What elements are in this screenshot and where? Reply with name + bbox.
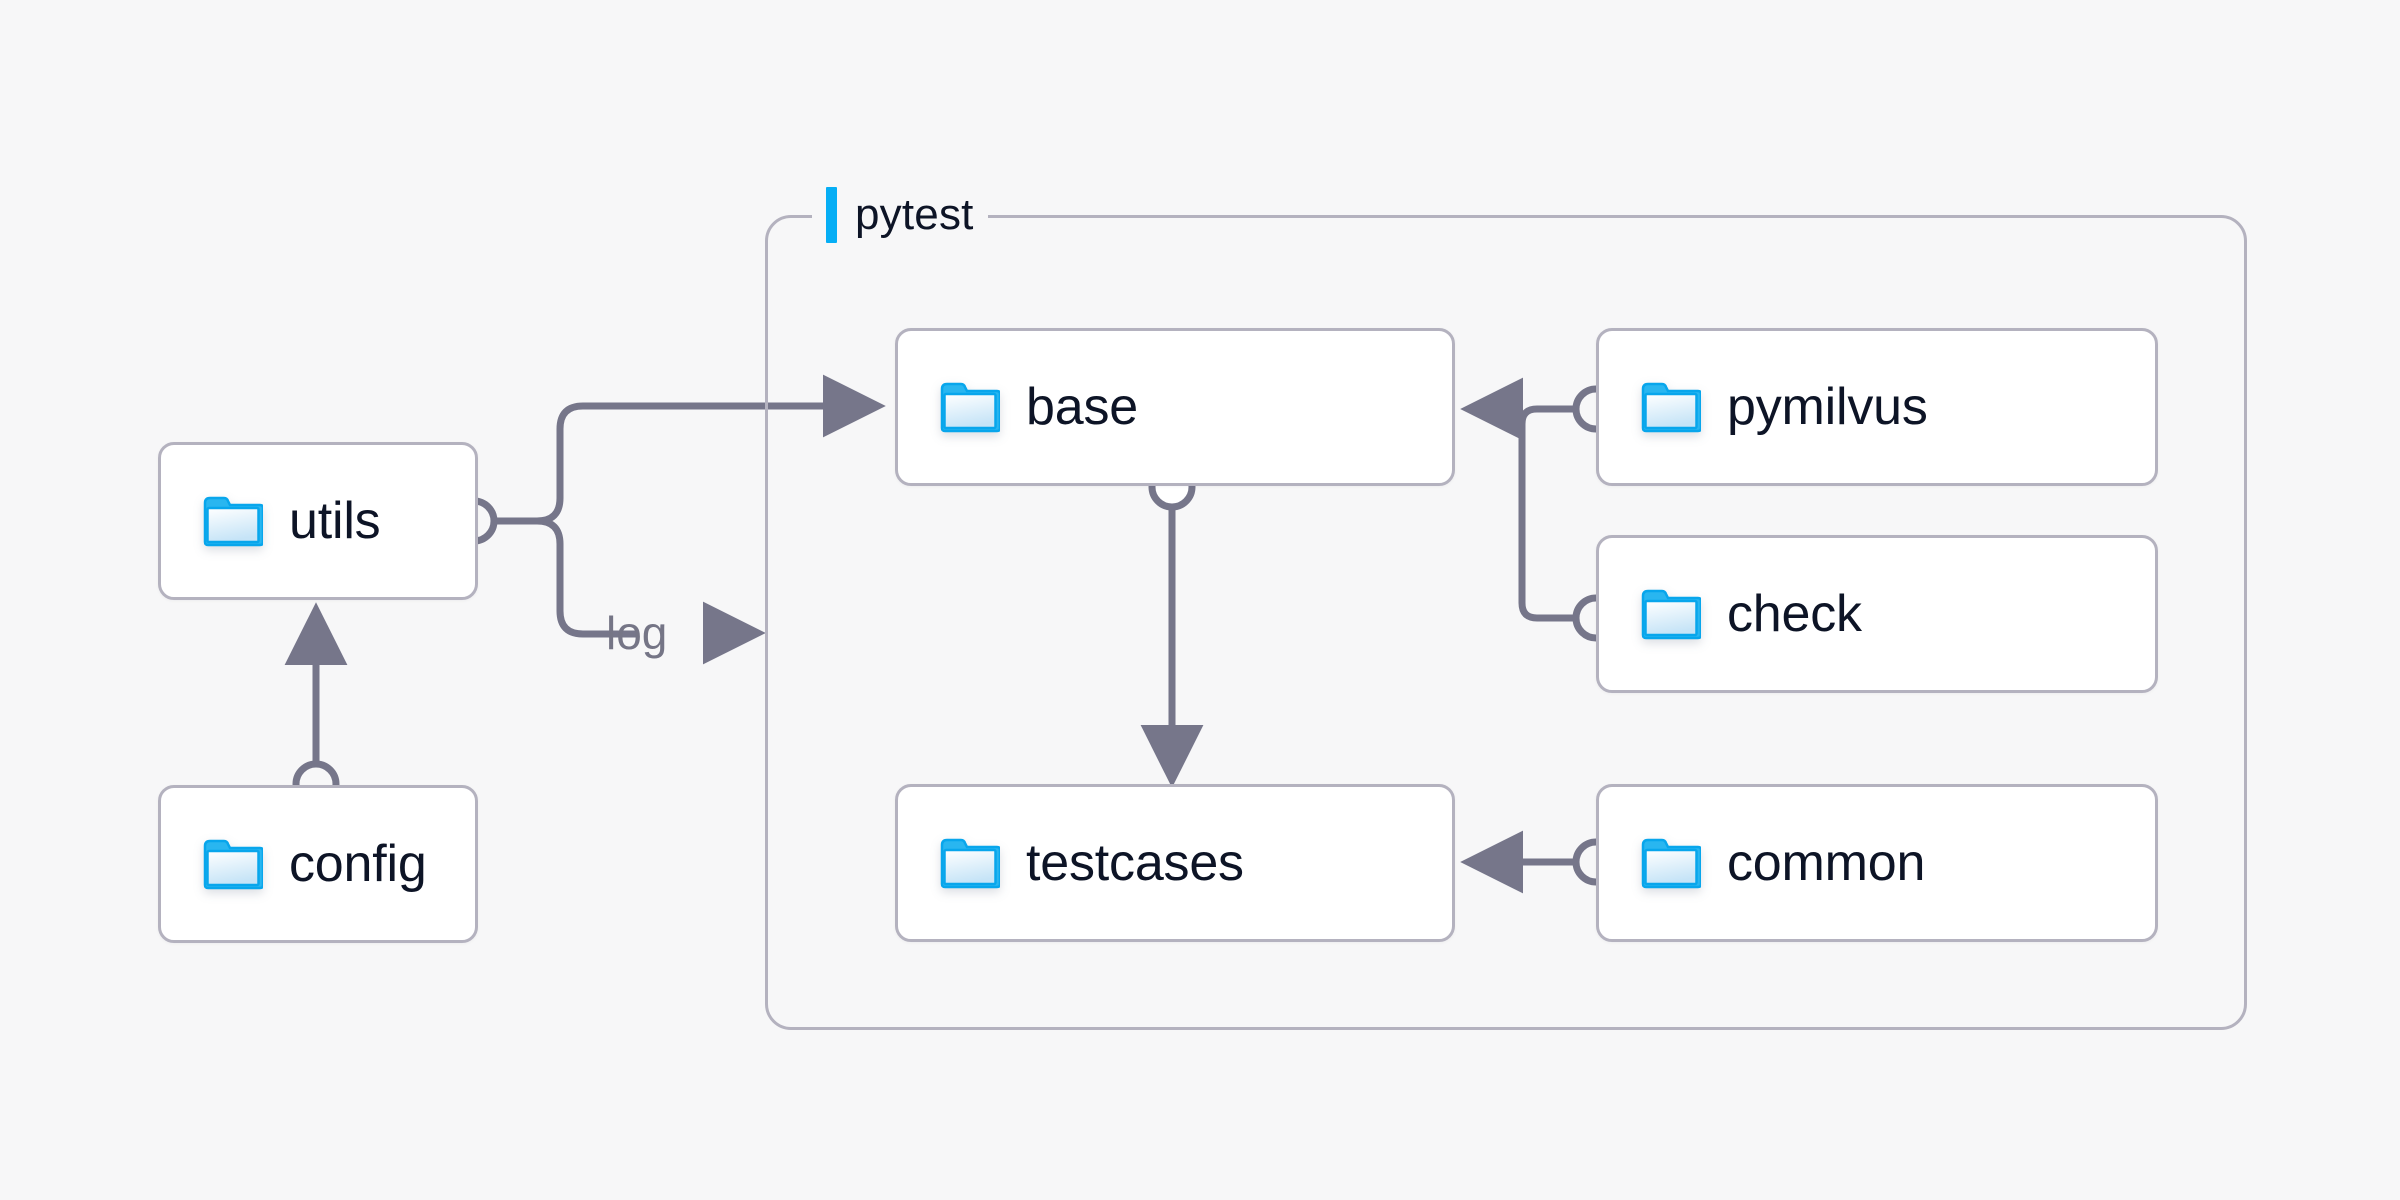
- node-label: testcases: [1026, 834, 1244, 892]
- accent-bar-icon: [826, 187, 837, 243]
- edge-label-log: log: [606, 607, 668, 659]
- node-label: check: [1727, 585, 1862, 643]
- folder-icon: [940, 837, 1000, 889]
- node-label: config: [289, 835, 427, 893]
- node-check[interactable]: check: [1596, 535, 2158, 693]
- node-label: pymilvus: [1727, 378, 1928, 436]
- group-title: pytest: [855, 190, 974, 239]
- node-pymilvus[interactable]: pymilvus: [1596, 328, 2158, 486]
- node-testcases[interactable]: testcases: [895, 784, 1455, 942]
- folder-icon: [1641, 837, 1701, 889]
- node-common[interactable]: common: [1596, 784, 2158, 942]
- node-label: utils: [289, 492, 381, 550]
- edge-config-utils: [284, 602, 348, 808]
- group-pytest: [765, 215, 2247, 1030]
- group-pytest-label: pytest: [812, 183, 988, 247]
- node-base[interactable]: base: [895, 328, 1455, 486]
- node-utils[interactable]: utils: [158, 442, 478, 600]
- folder-icon: [940, 381, 1000, 433]
- folder-icon: [1641, 381, 1701, 433]
- folder-icon: [203, 495, 263, 547]
- node-label: common: [1727, 834, 1926, 892]
- node-config[interactable]: config: [158, 785, 478, 943]
- folder-icon: [203, 838, 263, 890]
- folder-icon: [1641, 588, 1701, 640]
- node-label: base: [1026, 378, 1138, 436]
